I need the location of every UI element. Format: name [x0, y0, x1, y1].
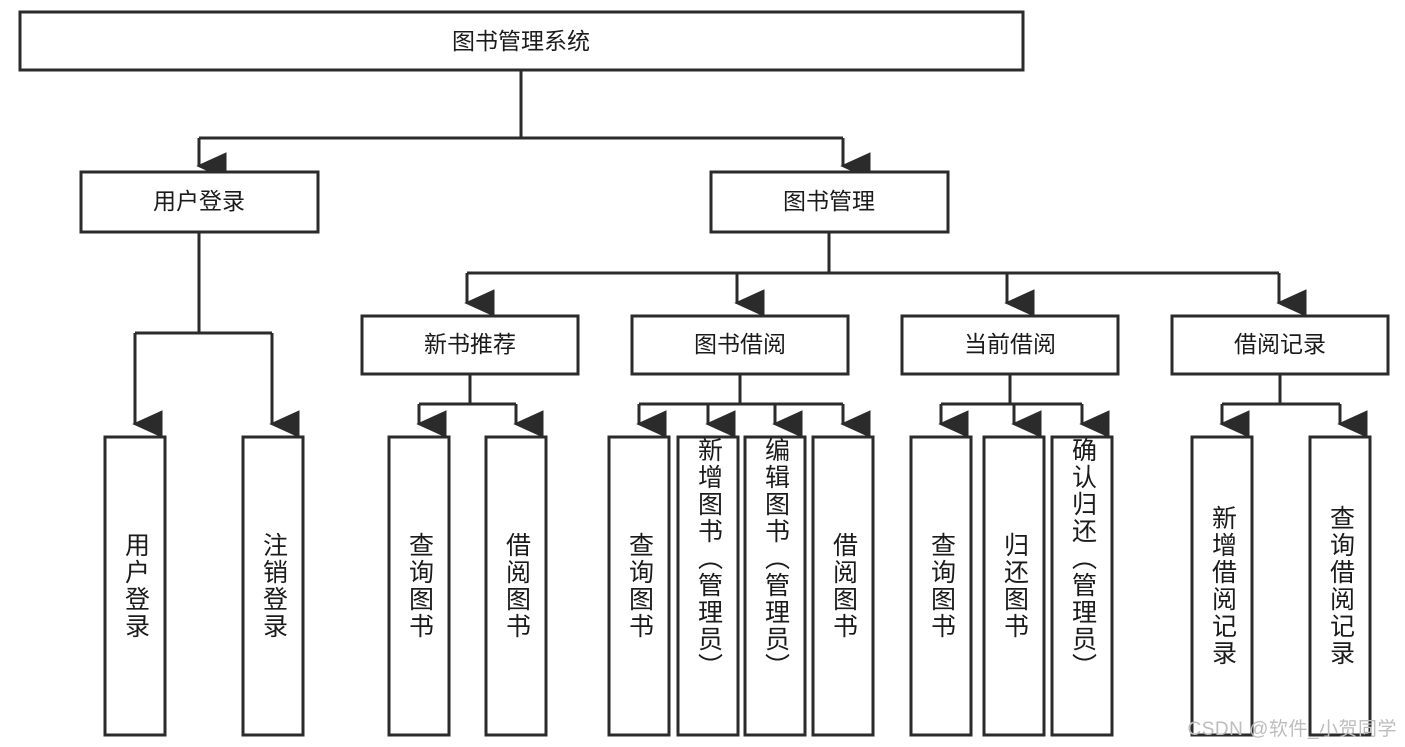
edge-book-borrow-to-leaves: [636, 374, 871, 438]
edge-borrow-record-to-leaves: [1219, 374, 1368, 438]
node-book-borrow[interactable]: 图书借阅: [630, 314, 850, 376]
node-book-borrow-label: 图书借阅: [694, 331, 786, 357]
node-book-manage-label: 图书管理: [783, 188, 875, 214]
node-new-book-rec-label: 新书推荐: [424, 331, 516, 357]
edge-root-to-level1: [196, 70, 871, 180]
leaf-box-user-login[interactable]: [103, 435, 167, 737]
leaf-box-query-book-current[interactable]: [909, 435, 973, 737]
node-borrow-record-label: 借阅记录: [1234, 331, 1326, 357]
leaf-box-add-borrow-record[interactable]: [1190, 435, 1254, 737]
edge-user-login-to-leaves: [132, 232, 300, 438]
leaf-box-query-book-borrow[interactable]: [607, 435, 671, 737]
leaf-box-query-book-rec[interactable]: [387, 435, 451, 737]
leaf-box-add-book-admin[interactable]: [676, 435, 740, 737]
leaf-box-query-borrow-record[interactable]: [1308, 435, 1372, 737]
node-current-borrow[interactable]: 当前借阅: [900, 314, 1120, 376]
leaf-box-edit-book-admin[interactable]: [743, 435, 807, 737]
csdn-watermark: CSDN @软件_小贺同学: [1187, 719, 1397, 740]
node-borrow-record[interactable]: 借阅记录: [1170, 314, 1390, 376]
edge-book-manage-to-level2: [464, 232, 1307, 317]
node-root-label: 图书管理系统: [452, 28, 590, 54]
node-book-manage[interactable]: 图书管理: [709, 170, 950, 234]
leaf-box-borrow-book[interactable]: [811, 435, 875, 737]
leaf-box-return-book[interactable]: [982, 435, 1046, 737]
edge-new-book-rec-to-leaves: [416, 374, 544, 438]
leaf-box-borrow-book-rec[interactable]: [484, 435, 548, 737]
node-root[interactable]: 图书管理系统: [18, 10, 1025, 72]
edge-current-borrow-to-leaves: [938, 374, 1110, 438]
node-user-login-label: 用户登录: [153, 188, 245, 214]
node-current-borrow-label: 当前借阅: [964, 331, 1056, 357]
node-user-login[interactable]: 用户登录: [79, 170, 320, 234]
leaf-box-confirm-return-admin[interactable]: [1050, 435, 1114, 737]
node-new-book-rec[interactable]: 新书推荐: [360, 314, 580, 376]
leaf-box-logout-login[interactable]: [241, 435, 305, 737]
